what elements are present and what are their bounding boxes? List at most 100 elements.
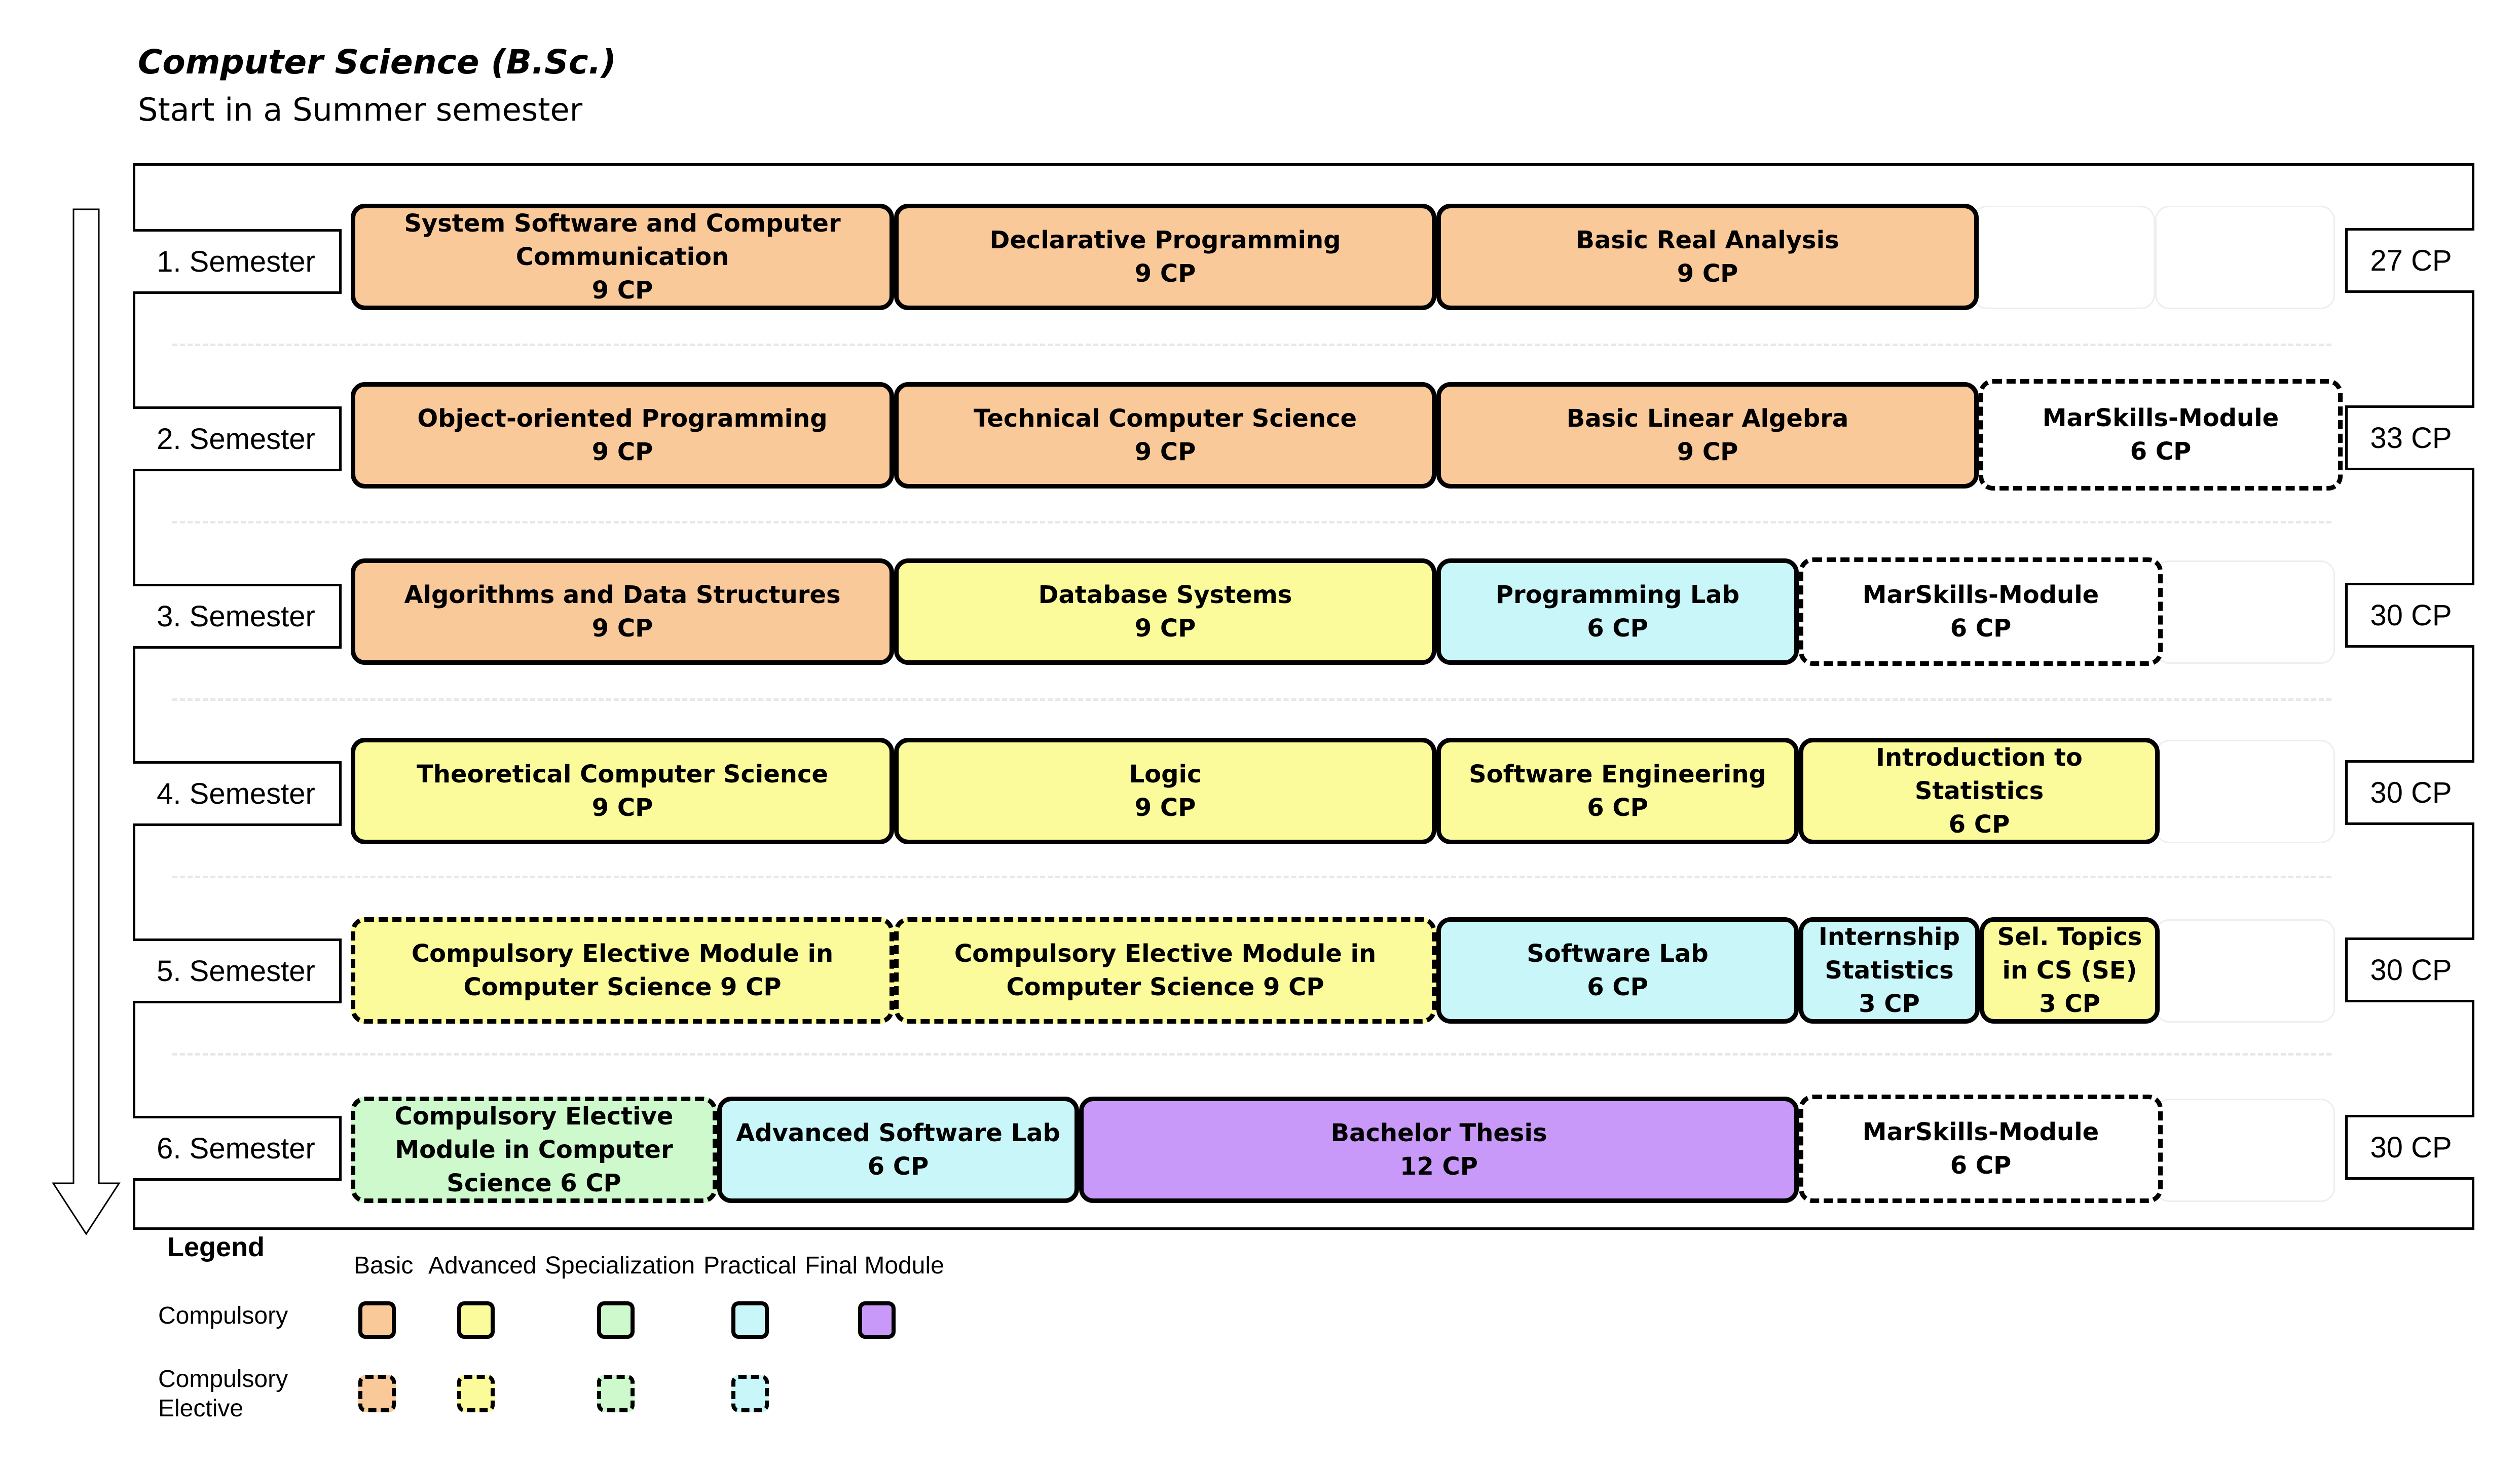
- legend-column-final-module: Final Module: [805, 1252, 944, 1279]
- legend-swatch-advanced-compulsory: [457, 1301, 495, 1339]
- semester-separator: [172, 1053, 2331, 1056]
- module-name: Programming Lab: [1495, 581, 1740, 609]
- module-cp: 3 CP: [1859, 990, 1920, 1018]
- module-cp: 9 CP: [1134, 614, 1196, 643]
- legend-column-advanced: Advanced: [428, 1252, 537, 1279]
- semester-cp-total: 27 CP: [2345, 228, 2474, 293]
- module-cp: 6 CP: [867, 1152, 929, 1181]
- module-name: Algorithms and Data Structures: [404, 581, 841, 609]
- empty-slot: [1973, 206, 2155, 309]
- page-subtitle: Start in a Summer semester: [138, 91, 583, 128]
- down-arrow-icon: [52, 208, 121, 1235]
- legend-swatch-advanced-elective: [457, 1375, 495, 1412]
- module-name: Advanced Software Lab: [736, 1119, 1060, 1147]
- module-cp: 9 CP: [1677, 438, 1738, 466]
- legend-swatch-basic-compulsory: [358, 1301, 396, 1339]
- legend-column-specialization: Specialization: [545, 1252, 695, 1279]
- module-cp: 9 CP: [591, 438, 653, 466]
- module-box: Software Engineering 6 CP: [1436, 738, 1799, 844]
- module-box: Object-oriented Programming 9 CP: [351, 382, 894, 489]
- module-box: Declarative Programming 9 CP: [894, 204, 1436, 310]
- semester-cp-total: 30 CP: [2345, 937, 2474, 1002]
- module-cp: 6 CP: [1950, 1151, 2012, 1180]
- semester-separator: [172, 344, 2331, 346]
- semester-label: 1. Semester: [133, 229, 342, 294]
- module-name: Internship Statistics: [1819, 923, 1960, 985]
- module-name: Bachelor Thesis: [1330, 1119, 1547, 1147]
- module-name: Logic: [1129, 760, 1202, 789]
- module-box: MarSkills-Module 6 CP: [1799, 1095, 2163, 1203]
- module-name: Introduction to Statistics: [1876, 743, 2083, 805]
- module-cp: 9 CP: [1134, 794, 1196, 822]
- module-box: Introduction to Statistics 6 CP: [1799, 738, 2160, 844]
- module-box: Advanced Software Lab 6 CP: [717, 1097, 1079, 1203]
- module-box: Basic Real Analysis 9 CP: [1436, 204, 1979, 310]
- empty-slot: [2155, 919, 2335, 1023]
- module-box: Compulsory Elective Module in Computer S…: [351, 1097, 717, 1203]
- module-name: Compulsory Elective Module in Computer S…: [411, 940, 834, 1001]
- legend-column-practical: Practical: [703, 1252, 797, 1279]
- module-name: Declarative Programming: [989, 226, 1341, 254]
- module-name: Software Lab: [1527, 940, 1709, 968]
- legend-swatch-practical-compulsory: [731, 1301, 769, 1339]
- empty-slot: [2155, 1099, 2335, 1202]
- module-cp: 9 CP: [591, 614, 653, 643]
- legend-row-compulsory-elective: Compulsory Elective: [158, 1366, 288, 1422]
- module-name: Technical Computer Science: [973, 404, 1357, 433]
- legend-swatch-basic-elective: [358, 1375, 396, 1412]
- module-box: Compulsory Elective Module in Computer S…: [894, 917, 1436, 1024]
- curriculum-frame: [133, 163, 2474, 1230]
- module-name: Basic Linear Algebra: [1566, 404, 1849, 433]
- module-cp: 9 CP: [591, 276, 653, 305]
- semester-cp-total: 30 CP: [2345, 760, 2474, 825]
- module-box: Sel. Topics in CS (SE) 3 CP: [1980, 917, 2160, 1024]
- module-box: Basic Linear Algebra 9 CP: [1436, 382, 1979, 489]
- legend-row-compulsory: Compulsory: [158, 1302, 288, 1329]
- module-name: Software Engineering: [1469, 760, 1766, 789]
- empty-slot: [2155, 740, 2335, 843]
- module-name: Theoretical Computer Science: [417, 760, 828, 789]
- module-cp: 3 CP: [2039, 990, 2100, 1018]
- semester-cp-total: 30 CP: [2345, 583, 2474, 648]
- module-box: Programming Lab 6 CP: [1436, 558, 1799, 665]
- module-cp: 12 CP: [1400, 1152, 1478, 1181]
- module-cp: 9 CP: [1677, 259, 1738, 288]
- semester-label: 6. Semester: [133, 1116, 342, 1181]
- module-box: Software Lab 6 CP: [1436, 917, 1799, 1024]
- module-name: System Software and Computer Communicati…: [404, 209, 841, 271]
- module-name: Basic Real Analysis: [1576, 226, 1839, 254]
- module-box: MarSkills-Module 6 CP: [1979, 379, 2343, 491]
- module-box: Internship Statistics 3 CP: [1799, 917, 1980, 1024]
- semester-label: 3. Semester: [133, 584, 342, 649]
- module-cp: 6 CP: [1587, 973, 1648, 1001]
- legend-title: Legend: [167, 1232, 265, 1262]
- module-name: Object-oriented Programming: [417, 404, 828, 433]
- legend-column-basic: Basic: [354, 1252, 414, 1279]
- module-box: Technical Computer Science 9 CP: [894, 382, 1436, 489]
- module-name: MarSkills-Module: [2042, 404, 2279, 432]
- module-name: MarSkills-Module: [1862, 581, 2099, 609]
- module-cp: 6 CP: [1950, 614, 2012, 643]
- module-name: Compulsory Elective Module in Computer S…: [954, 940, 1377, 1001]
- page-title: Computer Science (B.Sc.): [138, 43, 616, 82]
- semester-separator: [172, 698, 2331, 701]
- module-box: Logic 9 CP: [894, 738, 1436, 844]
- semester-separator: [172, 521, 2331, 523]
- module-name: Compulsory Elective Module in Computer S…: [394, 1102, 674, 1197]
- empty-slot: [2155, 206, 2335, 309]
- module-cp: 6 CP: [1948, 810, 2010, 839]
- module-name: Database Systems: [1038, 581, 1292, 609]
- module-box: Bachelor Thesis 12 CP: [1079, 1097, 1799, 1203]
- semester-label: 5. Semester: [133, 939, 342, 1003]
- legend-swatch-final-compulsory: [858, 1301, 896, 1339]
- semester-separator: [172, 876, 2331, 878]
- legend-swatch-specialization-compulsory: [597, 1301, 635, 1339]
- module-box: Algorithms and Data Structures 9 CP: [351, 558, 894, 665]
- module-box: Database Systems 9 CP: [894, 558, 1436, 665]
- empty-slot: [2155, 560, 2335, 664]
- module-name: Sel. Topics in CS (SE): [1997, 923, 2142, 985]
- module-cp: 9 CP: [1134, 259, 1196, 288]
- semester-label: 4. Semester: [133, 761, 342, 826]
- module-box: Theoretical Computer Science 9 CP: [351, 738, 894, 844]
- module-cp: 6 CP: [1587, 614, 1648, 643]
